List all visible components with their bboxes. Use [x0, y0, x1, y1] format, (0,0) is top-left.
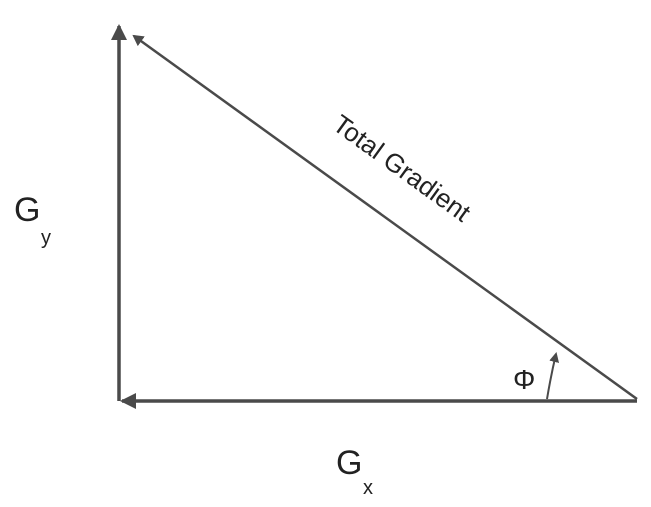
horizontal-label-subscript: x	[363, 477, 373, 499]
vertical-label-main: G	[14, 191, 40, 229]
hypotenuse-arrow	[132, 34, 638, 401]
vertical-label-subscript: y	[41, 227, 51, 249]
hypotenuse-label: Total Gradient	[327, 109, 476, 228]
horizontal-label-main: G	[336, 444, 362, 482]
angle-label-phi: Φ	[513, 364, 535, 395]
angle-arc	[546, 352, 560, 400]
